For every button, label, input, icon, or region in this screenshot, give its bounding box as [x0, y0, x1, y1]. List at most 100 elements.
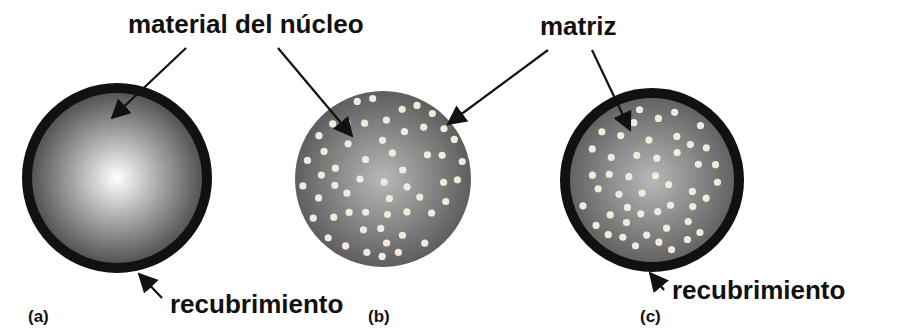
droplet-dot — [671, 109, 678, 116]
droplet-dot — [606, 171, 613, 178]
droplet-dot — [399, 106, 406, 113]
leader-arrow — [650, 273, 664, 290]
droplet-dot — [687, 141, 694, 148]
panel-letter: (c) — [640, 307, 661, 327]
droplet-dot — [315, 194, 322, 201]
droplet-dot — [703, 195, 710, 202]
coated-matrix-capsule — [565, 93, 739, 267]
droplet-dot — [304, 157, 311, 164]
droplet-dot — [428, 209, 435, 216]
droplet-dot — [673, 133, 680, 140]
droplet-dot — [383, 117, 390, 124]
droplet-dot — [354, 98, 361, 105]
leader-arrow — [112, 48, 186, 118]
droplet-dot — [696, 229, 703, 236]
callout-label: material del núcleo — [128, 10, 364, 40]
panel-letter: (a) — [28, 307, 49, 327]
droplet-dot — [360, 226, 367, 233]
droplet-dot — [383, 239, 390, 246]
droplet-dot — [697, 122, 704, 129]
droplet-dot — [377, 225, 384, 232]
droplet-dot — [625, 173, 632, 180]
droplet-dot — [624, 204, 631, 211]
droplet-dot — [331, 182, 338, 189]
droplet-dot — [381, 178, 388, 185]
droplet-dot — [379, 137, 386, 144]
droplet-dot — [440, 125, 447, 132]
droplet-dot — [665, 181, 672, 188]
droplet-dot — [343, 190, 350, 197]
droplet-dot — [689, 188, 696, 195]
droplet-dot — [703, 144, 710, 151]
droplet-dot — [451, 136, 458, 143]
droplet-dot — [420, 124, 427, 131]
droplet-dot — [608, 154, 615, 161]
droplet-dot — [689, 203, 696, 210]
droplet-dot — [668, 246, 675, 253]
droplet-dot — [429, 110, 436, 117]
droplet-dot — [442, 198, 449, 205]
core-shell-capsule — [27, 88, 207, 268]
droplet-dot — [592, 222, 599, 229]
core-droplets — [579, 106, 721, 253]
droplet-dot — [389, 149, 396, 156]
droplet-dot — [416, 193, 423, 200]
droplet-dot — [315, 132, 322, 139]
droplet-dot — [617, 132, 624, 139]
droplet-dot — [310, 215, 317, 222]
leader-arrow — [592, 50, 630, 130]
droplet-dot — [636, 106, 643, 113]
droplet-dot — [421, 240, 428, 247]
droplet-dot — [595, 185, 602, 192]
droplet-dot — [645, 137, 652, 144]
droplet-dot — [615, 191, 622, 198]
droplet-dot — [362, 156, 369, 163]
droplet-dot — [399, 166, 406, 173]
droplet-dot — [369, 95, 376, 102]
droplet-dot — [607, 211, 614, 218]
droplet-dot — [459, 158, 466, 165]
droplet-dot — [623, 219, 630, 226]
droplet-dot — [674, 149, 681, 156]
callout-label: matriz — [540, 12, 617, 42]
droplet-dot — [638, 190, 645, 197]
droplet-dot — [399, 232, 406, 239]
leader-arrow — [278, 48, 352, 136]
droplet-dot — [379, 253, 386, 260]
droplet-dot — [320, 148, 327, 155]
droplet-dot — [395, 249, 402, 256]
droplet-dot — [344, 140, 351, 147]
droplet-dot — [655, 239, 662, 246]
droplet-dot — [632, 242, 639, 249]
droplet-dot — [362, 209, 369, 216]
droplet-dot — [637, 210, 644, 217]
droplet-dot — [403, 183, 410, 190]
droplet-dot — [401, 128, 408, 135]
droplet-dot — [356, 175, 363, 182]
droplet-dot — [630, 119, 637, 126]
callout-label: recubrimiento — [672, 276, 845, 306]
core-droplets — [299, 95, 466, 260]
droplet-dot — [654, 208, 661, 215]
droplet-dot — [605, 231, 612, 238]
droplet-dot — [655, 115, 662, 122]
droplet-dot — [643, 231, 650, 238]
droplet-dot — [439, 152, 446, 159]
droplet-dot — [695, 161, 702, 168]
droplet-dot — [619, 234, 626, 241]
droplet-dot — [342, 242, 349, 249]
droplet-dot — [329, 120, 336, 127]
droplet-dot — [714, 179, 721, 186]
droplet-dot — [361, 120, 368, 127]
droplet-dot — [663, 225, 670, 232]
droplet-dot — [330, 214, 337, 221]
droplet-dot — [652, 172, 659, 179]
droplet-dot — [633, 152, 640, 159]
droplet-dot — [332, 165, 339, 172]
panel-letter: (b) — [368, 307, 390, 327]
droplet-dot — [440, 179, 447, 186]
droplet-dot — [685, 218, 692, 225]
droplet-dot — [712, 161, 719, 168]
droplet-dot — [413, 102, 420, 109]
